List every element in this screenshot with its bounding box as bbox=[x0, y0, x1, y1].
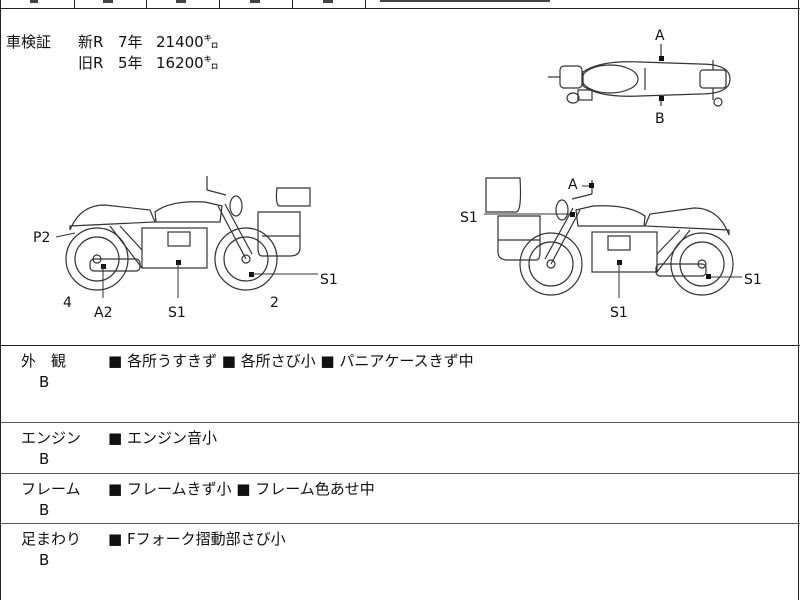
label-right-a: A bbox=[568, 177, 578, 193]
inspection-distance: 21400㌔ bbox=[156, 33, 219, 51]
label-right-s1-front: S1 bbox=[744, 272, 762, 288]
label-left-s1-bottom: S1 bbox=[168, 305, 186, 321]
label-top-a: A bbox=[655, 28, 665, 44]
cut-off-text bbox=[380, 0, 550, 2]
column-divider bbox=[146, 0, 147, 8]
section-suspension: 足まわり B ■ Fフォーク摺動部さび小 bbox=[0, 524, 800, 599]
top-table-edge bbox=[0, 0, 800, 9]
frame-border bbox=[798, 0, 799, 600]
label-left-2: 2 bbox=[270, 295, 279, 311]
section-notes: ■ エンジン音小 bbox=[108, 429, 217, 447]
motorcycle-top-view bbox=[548, 44, 731, 107]
label-right-s1-bottom: S1 bbox=[610, 305, 628, 321]
section-notes: ■ 各所うすきず ■ 各所さび小 ■ パニアケースきず中 bbox=[108, 352, 474, 370]
damage-marker bbox=[570, 212, 575, 217]
label-left-a2: A2 bbox=[94, 305, 112, 321]
cut-off-text bbox=[30, 0, 38, 3]
inspection-row-new: 新R 7年 21400㌔ bbox=[78, 32, 219, 53]
inspection-type: 旧R bbox=[78, 54, 104, 72]
inspection-years: 5年 bbox=[118, 54, 143, 72]
motorcycle-right-view bbox=[485, 177, 734, 296]
column-divider bbox=[292, 0, 293, 8]
motorcycle-left-view bbox=[65, 176, 311, 291]
cut-off-text bbox=[323, 0, 333, 3]
section-engine: エンジン B ■ エンジン音小 bbox=[0, 423, 800, 474]
damage-marker bbox=[659, 56, 664, 61]
inspection-label: 車検証 bbox=[6, 33, 52, 51]
section-notes: ■ フレームきず小 ■ フレーム色あせ中 bbox=[108, 480, 375, 498]
frame-border bbox=[0, 0, 1, 600]
cut-off-text bbox=[103, 0, 113, 3]
leader-line bbox=[55, 232, 76, 238]
column-divider bbox=[74, 0, 75, 8]
damage-marker bbox=[589, 183, 594, 188]
section-frame: フレーム B ■ フレームきず小 ■ フレーム色あせ中 bbox=[0, 474, 800, 524]
section-notes: ■ Fフォーク摺動部さび小 bbox=[108, 530, 286, 548]
label-left-s1-rear: S1 bbox=[320, 272, 338, 288]
damage-diagram-area bbox=[0, 8, 800, 346]
section-exterior: 外 観 B ■ 各所うすきず ■ 各所さび小 ■ パニアケースきず中 bbox=[0, 346, 800, 423]
section-name: エンジン bbox=[21, 429, 82, 447]
section-name: 外 観 bbox=[21, 352, 67, 370]
section-grade: B bbox=[39, 450, 50, 468]
cut-off-text bbox=[176, 0, 186, 3]
section-grade: B bbox=[39, 551, 50, 569]
motorcycle-diagrams: A B P2 4 bbox=[33, 28, 762, 321]
inspection-type: 新R bbox=[78, 33, 104, 51]
label-left-4: 4 bbox=[63, 295, 72, 311]
inspection-years: 7年 bbox=[118, 33, 143, 51]
damage-marker bbox=[659, 96, 664, 101]
column-divider bbox=[365, 0, 366, 8]
damage-marker bbox=[706, 274, 711, 279]
inspection-row-old: 旧R 5年 16200㌔ bbox=[78, 53, 219, 74]
section-name: 足まわり bbox=[21, 530, 82, 548]
label-top-b: B bbox=[655, 111, 665, 127]
label-right-s1-rear: S1 bbox=[460, 210, 478, 226]
label-left-p2: P2 bbox=[33, 230, 50, 246]
section-grade: B bbox=[39, 373, 50, 391]
cut-off-text bbox=[250, 0, 260, 3]
column-divider bbox=[219, 0, 220, 8]
section-name: フレーム bbox=[21, 480, 81, 498]
section-grade: B bbox=[39, 501, 50, 519]
inspection-distance: 16200㌔ bbox=[156, 54, 219, 72]
damage-marker bbox=[249, 272, 254, 277]
